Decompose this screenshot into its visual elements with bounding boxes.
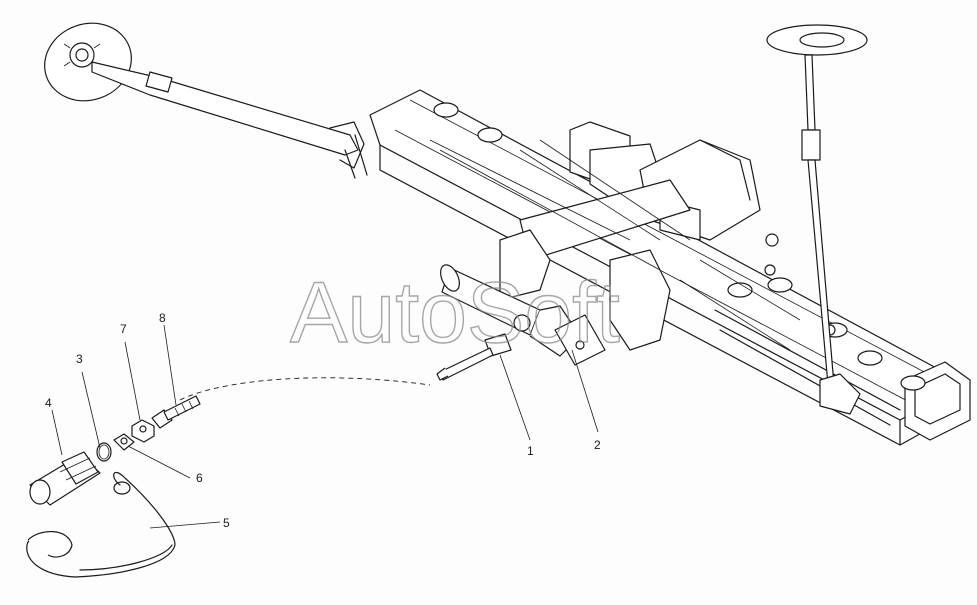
callout-6: 6 (196, 471, 203, 485)
left-mirror-assembly (44, 22, 368, 179)
watermark-text: AutoSoft (290, 265, 620, 361)
callout-8: 8 (159, 311, 166, 325)
right-mirror-assembly (766, 24, 868, 415)
callout-7: 7 (120, 322, 127, 336)
callout-5: 5 (223, 516, 230, 530)
part-8-fitting (151, 395, 201, 429)
callout-1: 1 (527, 444, 534, 458)
part-3-oring (96, 442, 112, 462)
callout-4: 4 (45, 396, 52, 410)
part-6-washer (113, 433, 135, 451)
part-5-dust-cap (26, 472, 176, 578)
connection-dashed-line (179, 377, 431, 401)
part-7-nut (131, 419, 155, 443)
part-4-coupling (29, 451, 101, 506)
callout-3: 3 (76, 352, 83, 366)
central-mechanism (429, 121, 836, 351)
callout-2: 2 (594, 438, 601, 452)
part-1-hydraulic-cylinder (436, 264, 606, 381)
leader-lines (51, 324, 599, 529)
